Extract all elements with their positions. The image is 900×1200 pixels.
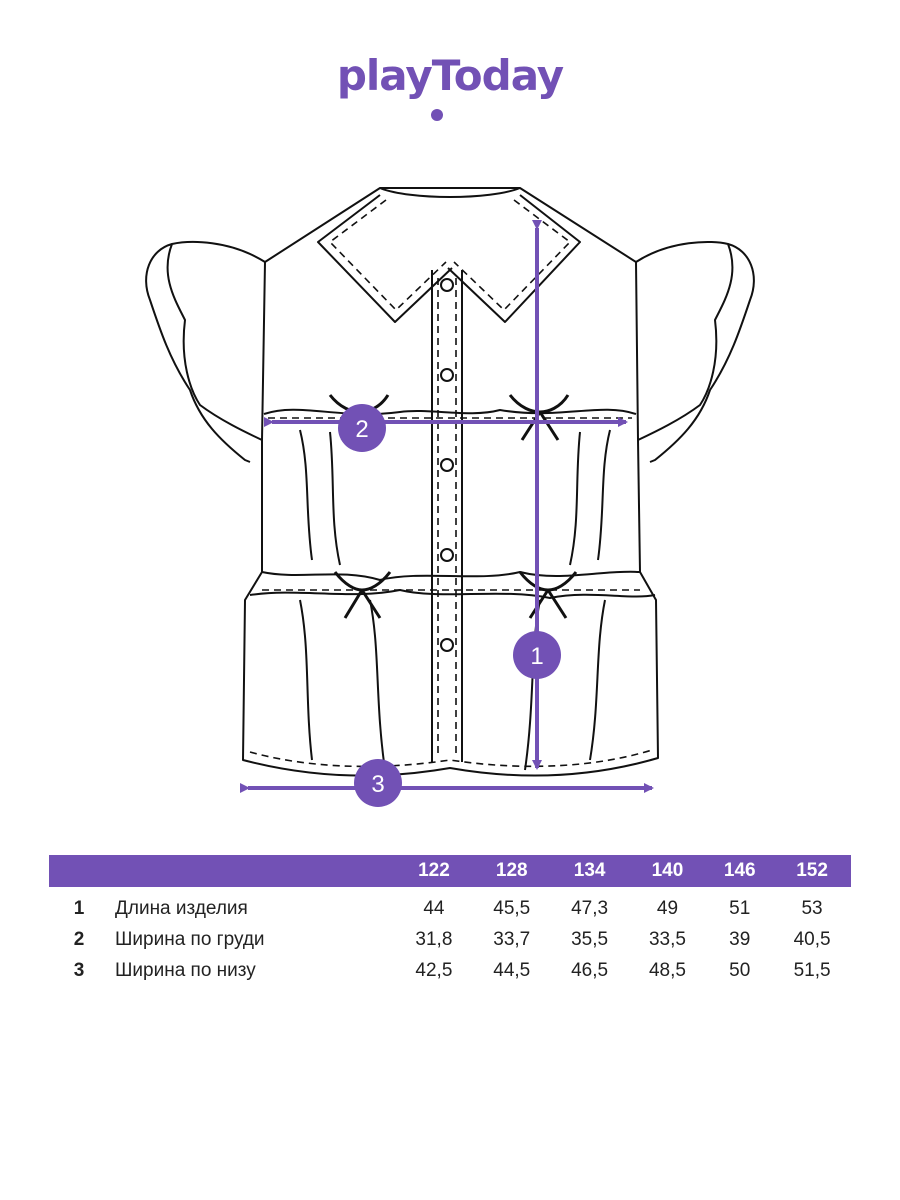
table-cell: 51,5 <box>793 959 831 981</box>
table-cell: 44 <box>423 897 445 919</box>
table-cell: 47,3 <box>571 897 609 919</box>
table-cell: 35,5 <box>571 928 609 950</box>
size-header-row: 122 128 134 140 146 152 <box>49 855 851 887</box>
table-cell: 44,5 <box>493 959 531 981</box>
row-label: Ширина по низу <box>115 959 256 981</box>
row-number: 1 <box>73 897 85 919</box>
header-blank-num <box>49 855 109 887</box>
size-table: 122 128 134 140 146 152 1 Длина изделия … <box>49 855 851 986</box>
size-header: 152 <box>773 855 851 887</box>
header-blank-label <box>109 855 395 887</box>
table-cell: 53 <box>801 897 823 919</box>
garment-sketch: 1 2 3 <box>145 187 755 807</box>
marker-3-label: 3 <box>371 771 384 798</box>
blouse-outline <box>145 187 755 777</box>
table-cell: 33,5 <box>648 928 686 950</box>
size-header: 122 <box>395 855 473 887</box>
table-cell: 51 <box>729 897 751 919</box>
brand-logo-text: playToday <box>337 52 564 100</box>
row-label: Ширина по груди <box>115 928 265 950</box>
blouse-buttons <box>440 278 454 652</box>
measurement-marker-1: 1 <box>513 631 561 679</box>
brand-logo: playToday <box>0 52 900 129</box>
table-cell: 39 <box>729 928 751 950</box>
size-header: 146 <box>706 855 774 887</box>
marker-2-label: 2 <box>355 416 368 443</box>
size-header: 134 <box>550 855 629 887</box>
marker-1-label: 1 <box>530 643 543 670</box>
brand-logo-mark: playToday <box>337 52 565 121</box>
table-row: 3 Ширина по низу 42,5 44,5 46,5 48,5 50 … <box>49 955 851 986</box>
measurement-marker-3: 3 <box>354 759 402 807</box>
row-label: Длина изделия <box>115 897 248 919</box>
table-row: 2 Ширина по груди 31,8 33,7 35,5 33,5 39… <box>49 924 851 955</box>
table-cell: 50 <box>729 959 751 981</box>
table-cell: 46,5 <box>571 959 609 981</box>
table-cell: 33,7 <box>493 928 531 950</box>
table-cell: 49 <box>656 897 679 919</box>
table-cell: 45,5 <box>493 897 531 919</box>
row-number: 3 <box>73 959 85 981</box>
measurement-marker-2: 2 <box>338 404 386 452</box>
logo-dot <box>431 109 443 121</box>
table-cell: 40,5 <box>793 928 831 950</box>
size-header: 128 <box>472 855 551 887</box>
table-cell: 31,8 <box>415 928 453 950</box>
table-cell: 48,5 <box>648 959 686 981</box>
row-number: 2 <box>73 928 85 950</box>
table-cell: 42,5 <box>415 959 453 981</box>
size-header: 140 <box>628 855 707 887</box>
table-row: 1 Длина изделия 44 45,5 47,3 49 51 53 <box>49 887 851 924</box>
